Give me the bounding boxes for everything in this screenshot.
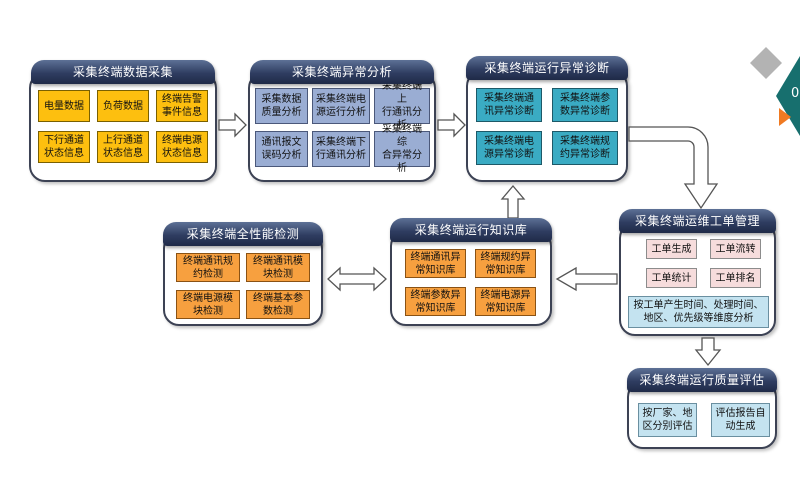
item-downlink-analysis: 采集终端下 行通讯分析 (312, 131, 370, 167)
orange-triangle-shape (779, 108, 791, 126)
item-power-diagnosis: 采集终端电 源异常诊断 (476, 131, 542, 165)
corner-text: 0 (791, 86, 800, 101)
item-packet-error-analysis: 通讯报文 误码分析 (255, 131, 308, 167)
item-power-data: 电量数据 (38, 90, 90, 122)
panel-title-anomaly-diagnosis: 采集终端运行异常诊断 (466, 56, 628, 80)
item-power-module-detection: 终端电源模 块检测 (176, 290, 240, 319)
item-module-detection: 终端通讯模 块检测 (246, 253, 310, 282)
arrow-workorder-to-quality (694, 337, 722, 367)
item-order-ranking: 工单排名 (710, 268, 761, 288)
panel-title-work-order-management: 采集终端运维工单管理 (619, 209, 776, 233)
panel-anomaly-diagnosis (466, 70, 628, 182)
item-power-operation-analysis: 采集终端电 源运行分析 (312, 88, 370, 124)
item-basic-param-detection: 终端基本参 数检测 (246, 290, 310, 319)
arrow-workorder-to-knowledge (555, 266, 618, 292)
item-order-dimension-analysis: 按工单产生时间、处理时间、 地区、优先级等维度分析 (628, 296, 769, 328)
item-order-create: 工单生成 (646, 239, 697, 259)
panel-title-knowledge-base: 采集终端运行知识库 (390, 218, 552, 242)
panel-data-collection (29, 72, 217, 182)
item-uplink-status: 上行通道 状态信息 (97, 131, 149, 163)
item-auto-report: 评估报告自 动生成 (711, 403, 770, 437)
arrow-analysis-to-diagnosis (437, 112, 466, 138)
item-downlink-status: 下行通道 状态信息 (38, 131, 90, 163)
item-order-transfer: 工单流转 (710, 239, 761, 259)
item-protocol-knowledge: 终端规约异 常知识库 (475, 249, 536, 278)
item-alarm-events: 终端告警 事件信息 (156, 90, 208, 122)
item-comm-knowledge: 终端通讯异 常知识库 (405, 249, 466, 278)
item-power-status: 终端电源 状态信息 (156, 131, 208, 163)
arrow-knowledge-detection-bidirectional (327, 266, 387, 292)
item-param-knowledge: 终端参数异 常知识库 (405, 287, 466, 316)
arrow-collect-to-analysis (218, 112, 247, 138)
item-uplink-analysis: 采集终端上 行通讯分析 (374, 81, 430, 131)
panel-title-quality-evaluation: 采集终端运行质量评估 (627, 368, 777, 392)
arrow-knowledge-to-diagnosis (500, 184, 526, 219)
panel-title-performance-detection: 采集终端全性能检测 (163, 222, 323, 246)
item-order-statistics: 工单统计 (646, 268, 697, 288)
item-comm-diagnosis: 采集终端通 讯异常诊断 (476, 88, 542, 122)
item-evaluate-by-vendor-region: 按厂家、地 区分别评估 (638, 403, 697, 437)
item-protocol-detection: 终端通讯规 约检测 (176, 253, 240, 282)
gray-diamond-shape (750, 47, 782, 79)
arrow-diagnosis-to-workorder (628, 126, 719, 210)
item-param-diagnosis: 采集终端参 数异常诊断 (552, 88, 618, 122)
item-protocol-diagnosis: 采集终端规 约异常诊断 (552, 131, 618, 165)
panel-title-anomaly-analysis: 采集终端异常分析 (250, 60, 434, 84)
item-load-data: 负荷数据 (97, 90, 149, 122)
item-composite-anomaly-analysis: 采集终端综 合异常分析 (374, 124, 430, 174)
item-data-quality-analysis: 采集数据 质量分析 (255, 88, 308, 124)
panel-title-data-collection: 采集终端数据采集 (31, 60, 215, 84)
item-power-knowledge: 终端电源异 常知识库 (475, 287, 536, 316)
